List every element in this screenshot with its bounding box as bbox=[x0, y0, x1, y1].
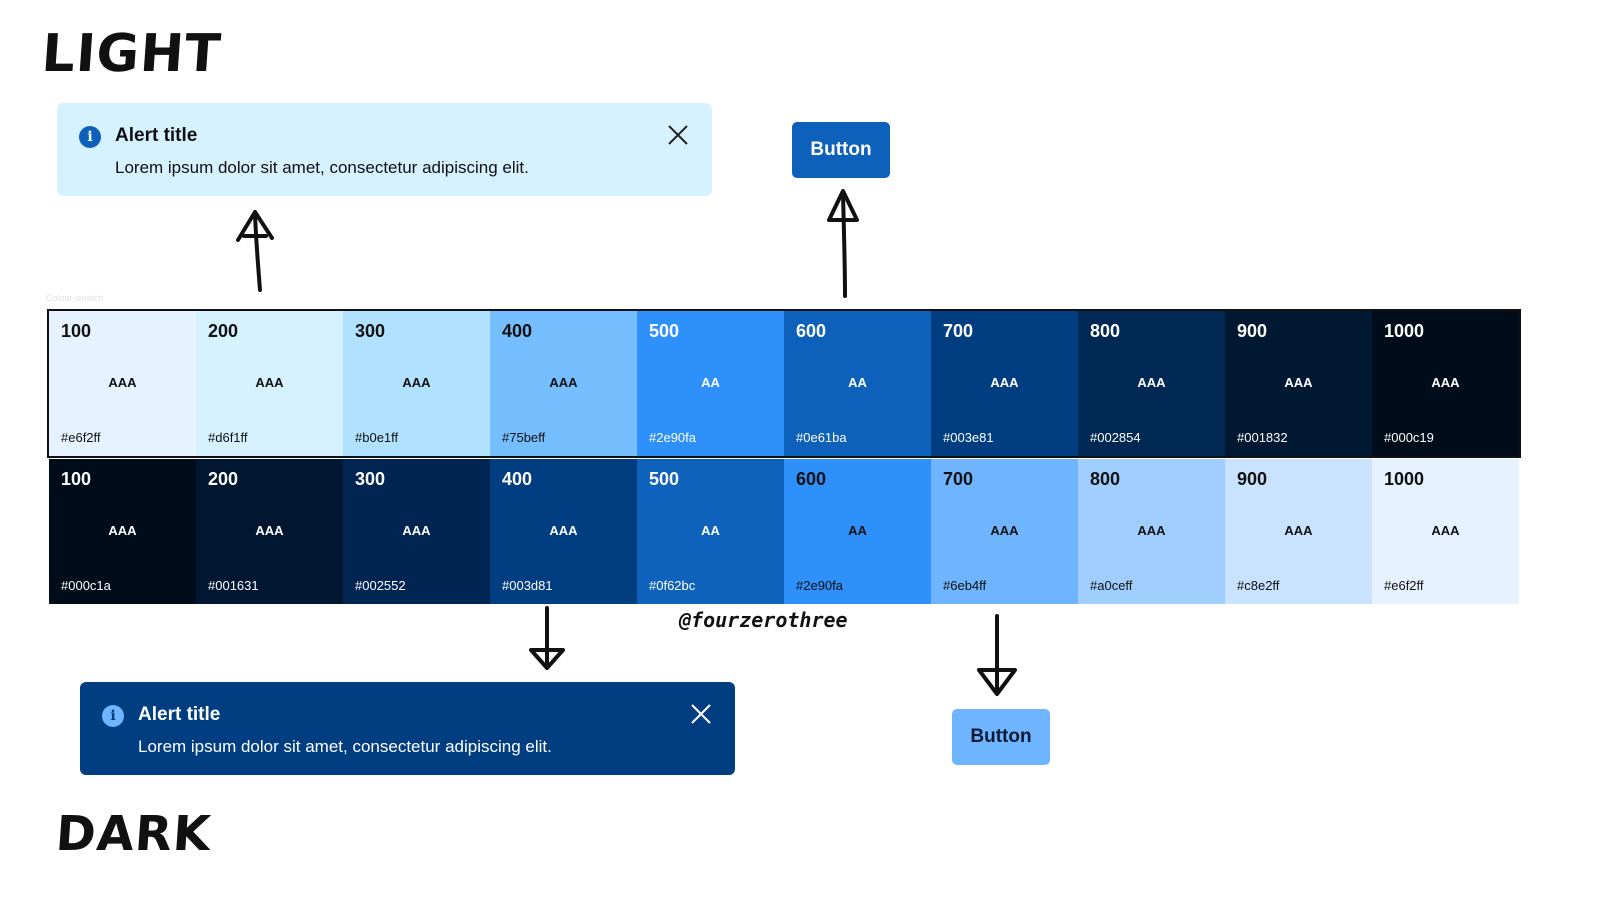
contrast-grade: AAA bbox=[549, 523, 578, 538]
contrast-grade: AAA bbox=[990, 375, 1019, 390]
hex-code: #75beff bbox=[502, 430, 546, 445]
hex-code: #c8e2ff bbox=[1237, 578, 1280, 593]
hex-code: #e6f2ff bbox=[61, 430, 101, 445]
contrast-grade: AA bbox=[701, 523, 720, 538]
hex-code: #002552 bbox=[355, 578, 406, 593]
hex-code: #003d81 bbox=[502, 578, 553, 593]
credit-text: @fourzerothree bbox=[679, 608, 848, 632]
contrast-grade: AAA bbox=[1431, 375, 1460, 390]
contrast-grade: AAA bbox=[1431, 523, 1460, 538]
contrast-grade: AAA bbox=[255, 375, 284, 390]
contrast-grade: AAA bbox=[108, 523, 137, 538]
swatch-step: 700 bbox=[943, 321, 974, 341]
alert-body: Lorem ipsum dolor sit amet, consectetur … bbox=[115, 158, 529, 177]
arrow-up-button bbox=[841, 191, 847, 298]
contrast-grade: AAA bbox=[1284, 523, 1313, 538]
alert-body: Lorem ipsum dolor sit amet, consectetur … bbox=[138, 737, 552, 756]
hex-code: #003e81 bbox=[943, 430, 994, 445]
swatch-step: 100 bbox=[61, 469, 92, 489]
swatch-step: 1000 bbox=[1384, 321, 1425, 341]
hex-code: #2e90fa bbox=[796, 578, 843, 593]
contrast-grade: AAA bbox=[402, 375, 431, 390]
hex-code: #e6f2ff bbox=[1384, 578, 1424, 593]
hex-code: #0f62bc bbox=[649, 578, 696, 593]
swatch-step: 400 bbox=[502, 469, 533, 489]
contrast-grade: AA bbox=[701, 375, 720, 390]
contrast-grade: AAA bbox=[108, 375, 137, 390]
swatch-step: 900 bbox=[1237, 469, 1268, 489]
contrast-grade: AAA bbox=[402, 523, 431, 538]
hex-code: #000c1a bbox=[61, 578, 111, 593]
swatch-step: 400 bbox=[502, 321, 533, 341]
swatch-step: 500 bbox=[649, 321, 680, 341]
primary-button-light[interactable]: Button bbox=[792, 122, 890, 178]
alert-dark: i Alert title Lorem ipsum dolor sit amet… bbox=[80, 682, 735, 775]
swatch-step: 300 bbox=[355, 469, 386, 489]
hex-code: #6eb4ff bbox=[943, 578, 987, 593]
alert-title: Alert title bbox=[115, 125, 198, 146]
contrast-grade: AAA bbox=[1284, 375, 1313, 390]
swatch-step: 200 bbox=[208, 321, 239, 341]
swatch-step: 200 bbox=[208, 469, 239, 489]
hex-code: #002854 bbox=[1090, 430, 1141, 445]
primary-button-dark[interactable]: Button bbox=[952, 709, 1050, 765]
hex-code: #001631 bbox=[208, 578, 259, 593]
swatch-step: 800 bbox=[1090, 469, 1121, 489]
swatch-step: 900 bbox=[1237, 321, 1268, 341]
swatch-step: 600 bbox=[796, 321, 827, 341]
swatch-step: 100 bbox=[61, 321, 92, 341]
contrast-grade: AA bbox=[848, 375, 867, 390]
swatch-step: 600 bbox=[796, 469, 827, 489]
alert-title: Alert title bbox=[138, 704, 221, 725]
hex-code: #2e90fa bbox=[649, 430, 696, 445]
contrast-grade: AAA bbox=[990, 523, 1019, 538]
hex-code: #000c19 bbox=[1384, 430, 1434, 445]
contrast-grade: AA bbox=[848, 523, 867, 538]
alert-light: i Alert title Lorem ipsum dolor sit amet… bbox=[57, 103, 712, 196]
swatch-step: 300 bbox=[355, 321, 386, 341]
info-icon: i bbox=[79, 126, 101, 148]
contrast-grade: AAA bbox=[549, 375, 578, 390]
hex-code: #d6f1ff bbox=[208, 430, 248, 445]
hex-code: #001832 bbox=[1237, 430, 1288, 445]
contrast-grade: AAA bbox=[1137, 523, 1166, 538]
swatch-step: 800 bbox=[1090, 321, 1121, 341]
close-icon[interactable] bbox=[689, 702, 713, 726]
arrow-up-alert bbox=[253, 212, 262, 292]
swatch-step: 700 bbox=[943, 469, 974, 489]
swatch-step: 500 bbox=[649, 469, 680, 489]
info-icon: i bbox=[102, 705, 124, 727]
hex-code: #0e61ba bbox=[796, 430, 847, 445]
swatch-step: 1000 bbox=[1384, 469, 1425, 489]
contrast-grade: AAA bbox=[1137, 375, 1166, 390]
contrast-grade: AAA bbox=[255, 523, 284, 538]
hex-code: #a0ceff bbox=[1090, 578, 1133, 593]
swatch-caption: Colour-swatch bbox=[46, 293, 104, 303]
hex-code: #b0e1ff bbox=[355, 430, 399, 445]
close-icon[interactable] bbox=[666, 123, 690, 147]
